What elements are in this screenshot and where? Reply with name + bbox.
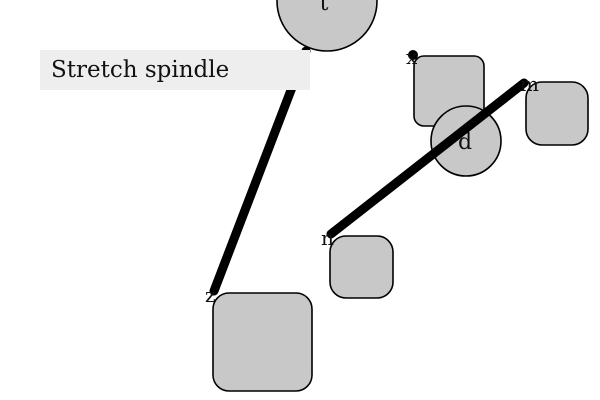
instruction-text: Stretch spindle (51, 57, 230, 83)
pin-x[interactable]: x (406, 45, 418, 69)
right-spindle[interactable]: n m (321, 72, 539, 250)
circle-d[interactable]: d (430, 105, 502, 177)
pin-x-label: x (406, 45, 418, 69)
instruction-banner: Stretch spindle (40, 50, 310, 90)
square-bottom[interactable] (212, 292, 313, 392)
square-upper-right[interactable] (525, 81, 589, 146)
right-spindle-end-label: m (520, 72, 539, 96)
circle-t-label: t (320, 0, 329, 16)
circle-t[interactable]: t (276, 0, 378, 52)
right-spindle-start-label: n (321, 226, 334, 250)
left-spindle-end-label: z (205, 283, 216, 307)
left-spindle[interactable]: z (205, 46, 311, 307)
square-middle[interactable] (329, 235, 394, 299)
